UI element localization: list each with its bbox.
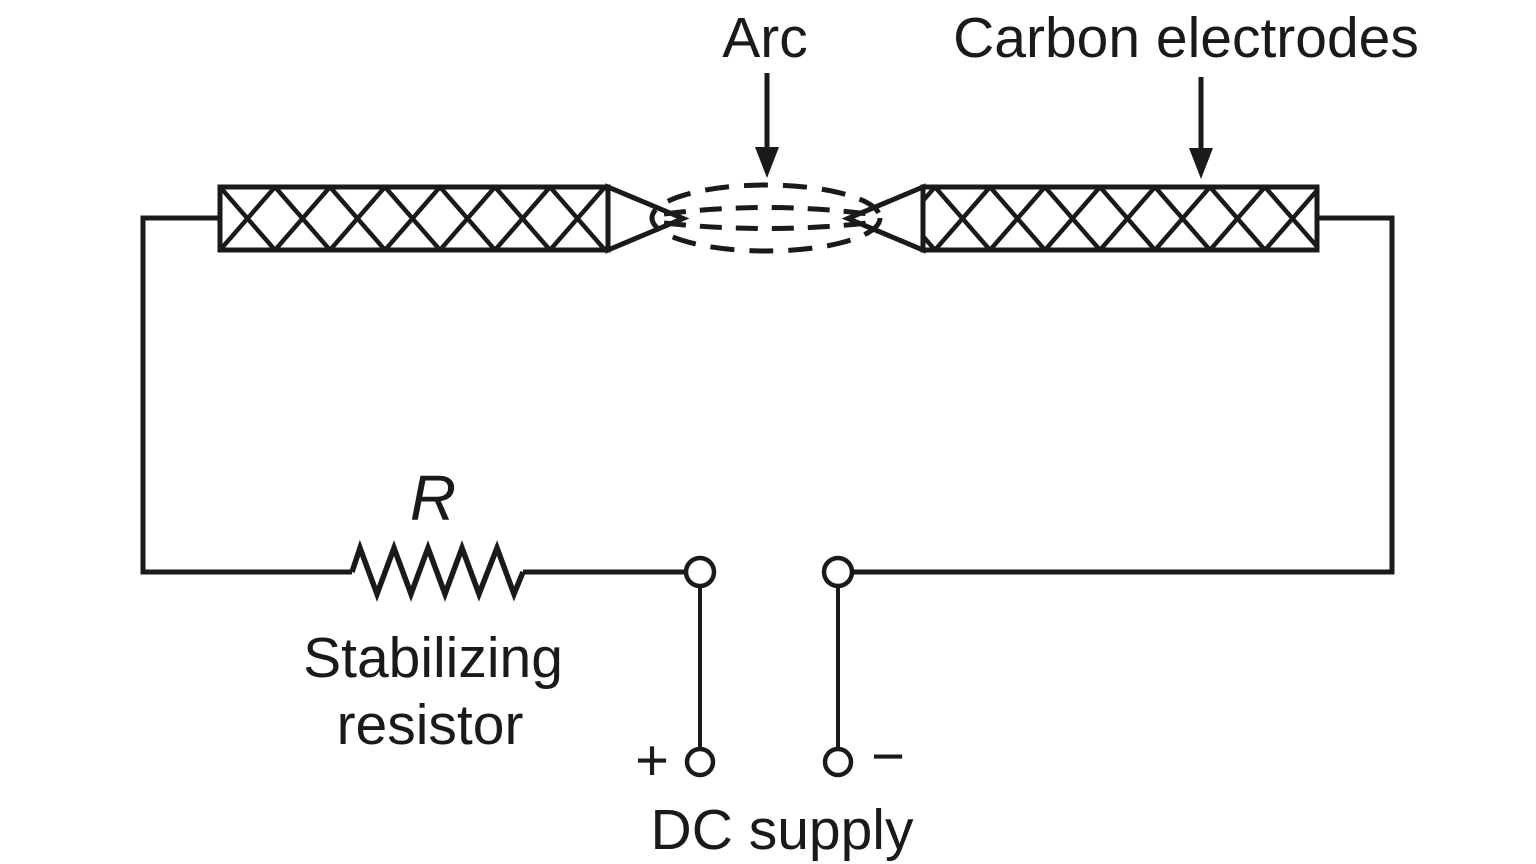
resistor-zigzag bbox=[349, 539, 526, 602]
annotation-arrows bbox=[755, 73, 1213, 179]
right-electrode-tip bbox=[841, 183, 926, 254]
right-electrode bbox=[841, 183, 1320, 254]
left-electrode-tip bbox=[605, 183, 690, 254]
resistor-symbol-label: R bbox=[410, 462, 456, 534]
terminal-circle-right-bottom bbox=[822, 746, 854, 778]
arc-inner-lower bbox=[663, 220, 869, 231]
negative-sign-label: − bbox=[871, 724, 905, 789]
arc-label: Arc bbox=[722, 6, 808, 70]
arc-arrow-head-icon bbox=[755, 147, 779, 178]
supply-terminals bbox=[683, 555, 855, 778]
arc-inner-upper bbox=[663, 205, 869, 217]
left-electrode bbox=[217, 183, 690, 254]
terminal-circle-left-top bbox=[683, 555, 717, 589]
arc-glow bbox=[649, 182, 883, 254]
resistor-label-line2: resistor bbox=[337, 693, 524, 757]
circuit-wires bbox=[140, 215, 1395, 749]
terminal-circle-right-top bbox=[821, 555, 855, 589]
wire-right bbox=[852, 215, 1395, 575]
right-electrode-body bbox=[920, 184, 1320, 253]
dc-supply-label: DC supply bbox=[651, 798, 914, 862]
terminal-circle-left-bottom bbox=[684, 746, 716, 778]
wire-left bbox=[140, 215, 352, 575]
positive-sign-label: + bbox=[635, 728, 669, 793]
left-electrode-body bbox=[217, 184, 611, 253]
electrodes-label: Carbon electrodes bbox=[953, 6, 1419, 70]
arc-outer-ellipse bbox=[649, 182, 883, 254]
electrodes-arrow-head-icon bbox=[1189, 148, 1213, 179]
resistor-label-line1: Stabilizing bbox=[303, 626, 563, 690]
